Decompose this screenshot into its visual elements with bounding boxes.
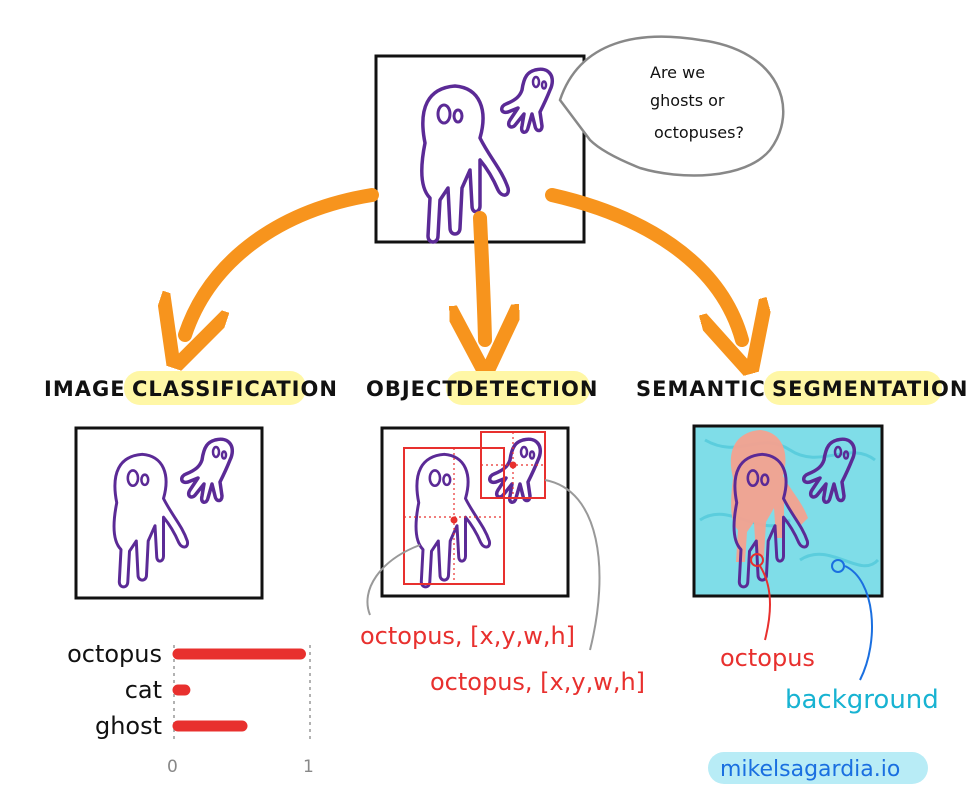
tick-label-0: 0 bbox=[167, 757, 178, 777]
arrow-to-segmentation bbox=[545, 188, 742, 340]
title-detection-plain: OBJECT bbox=[366, 377, 458, 401]
bubble-line-1: Are we bbox=[650, 63, 705, 82]
bubble-line-2: ghosts or bbox=[650, 91, 725, 110]
tick-label-1: 1 bbox=[303, 757, 314, 777]
segmentation-label-octopus: octopus bbox=[720, 644, 815, 672]
detection-leaders bbox=[366, 479, 601, 651]
speech-bubble: Are we ghosts or octopuses? bbox=[558, 35, 785, 177]
category-label-cat: cat bbox=[125, 676, 162, 704]
title-segmentation: SEMANTIC SEGMENTATION bbox=[636, 371, 968, 405]
category-label-octopus: octopus bbox=[67, 640, 162, 668]
title-segmentation-highlight: SEGMENTATION bbox=[772, 377, 968, 401]
title-detection-highlight: DETECTION bbox=[456, 377, 598, 401]
title-segmentation-plain: SEMANTIC bbox=[636, 377, 766, 401]
arrow-to-detection bbox=[480, 211, 485, 340]
title-classification: IMAGE CLASSIFICATION bbox=[44, 371, 338, 405]
detection-label-1: octopus, [x,y,w,h] bbox=[360, 622, 575, 650]
classification-chart: octopus cat ghost 0 1 bbox=[67, 640, 314, 777]
credit-text[interactable]: mikelsagardia.io bbox=[720, 757, 900, 782]
segmentation-label-background: background bbox=[785, 685, 939, 715]
arrows bbox=[185, 188, 742, 340]
category-label-ghost: ghost bbox=[95, 712, 162, 740]
classification-image bbox=[74, 426, 264, 600]
title-classification-highlight: CLASSIFICATION bbox=[132, 377, 338, 401]
title-classification-plain: IMAGE bbox=[44, 377, 126, 401]
segmentation-leaders bbox=[759, 565, 873, 681]
segmentation-image bbox=[692, 424, 884, 598]
bubble-line-3: octopuses? bbox=[654, 123, 744, 142]
title-detection: OBJECT DETECTION bbox=[366, 371, 598, 405]
detection-label-2: octopus, [x,y,w,h] bbox=[430, 668, 645, 696]
detection-image bbox=[380, 426, 570, 598]
credit-badge[interactable]: mikelsagardia.io bbox=[708, 752, 928, 784]
source-image bbox=[374, 54, 586, 244]
arrow-to-classification bbox=[185, 188, 379, 335]
